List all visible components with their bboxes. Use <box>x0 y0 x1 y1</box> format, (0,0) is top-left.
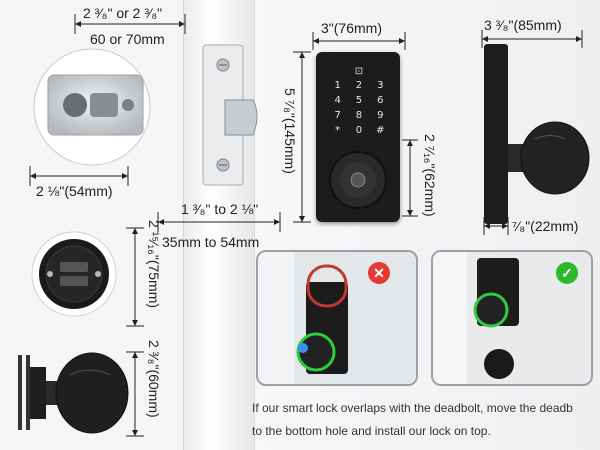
keypad-key[interactable]: 1 <box>334 80 341 91</box>
door-thickness-inch-label: 1 ³⁄₈" to 2 ⅛" <box>181 201 259 217</box>
lock-side-image <box>484 44 590 224</box>
door-thickness-mm-label: 35mm to 54mm <box>162 234 260 250</box>
wrong-install-image <box>258 252 416 384</box>
knob-side-image <box>18 352 129 434</box>
keypad-key[interactable]: * <box>335 125 341 136</box>
keypad-key[interactable]: 5 <box>355 95 363 106</box>
right-symbol: ✓ <box>561 265 573 281</box>
latch-bolt-image <box>202 44 258 186</box>
side-width-label: 3 ³⁄₈"(85mm) <box>484 17 562 33</box>
keypad-key[interactable]: 3 <box>377 80 384 91</box>
keypad-key[interactable]: 6 <box>377 95 384 106</box>
keypad: 1 2 3 4 5 6 7 8 9 * 0 # <box>327 80 391 136</box>
caption-line-2: to the bottom hole and install our lock … <box>252 424 491 438</box>
front-height-label: 5 ⁷⁄₈"(145mm) <box>282 88 298 174</box>
keypad-key[interactable]: 8 <box>355 110 363 121</box>
check-icon: ✓ <box>556 262 578 284</box>
wrong-install-panel <box>256 250 418 386</box>
front-width-label: 3"(76mm) <box>321 20 382 36</box>
knob-diameter-label: 2 ³⁄₈"(60mm) <box>146 340 162 418</box>
keypad-lock-symbol: ⊡ <box>354 66 364 77</box>
caption-line-1: If our smart lock overlaps with the dead… <box>252 401 573 415</box>
back-plate-label: 2 ¹⁵⁄₁₆"(75mm) <box>146 220 162 309</box>
knob-height-label: 2 ⁷⁄₁₆"(62mm) <box>422 134 438 217</box>
backset-top-label: 2 ³⁄₈" or 2 ³⁄₈" <box>83 5 163 21</box>
back-plate-image <box>31 231 117 317</box>
wrong-x-icon: ✕ <box>368 262 390 284</box>
keypad-key[interactable]: 4 <box>334 95 341 106</box>
backset-mm-label: 60 or 70mm <box>90 31 165 47</box>
keypad-key[interactable]: 0 <box>355 125 363 136</box>
wrong-symbol: ✕ <box>373 265 385 281</box>
keypad-key[interactable]: # <box>376 125 385 136</box>
knob-front-image <box>329 151 387 209</box>
latch-plate-image <box>33 48 151 166</box>
latch-face-label: 2 ⅛"(54mm) <box>36 183 113 199</box>
keypad-key[interactable]: 9 <box>377 110 384 121</box>
keypad-key[interactable]: 2 <box>355 80 363 91</box>
side-depth-label: ⁷⁄₈"(22mm) <box>512 218 579 234</box>
keypad-key[interactable]: 7 <box>334 110 341 121</box>
